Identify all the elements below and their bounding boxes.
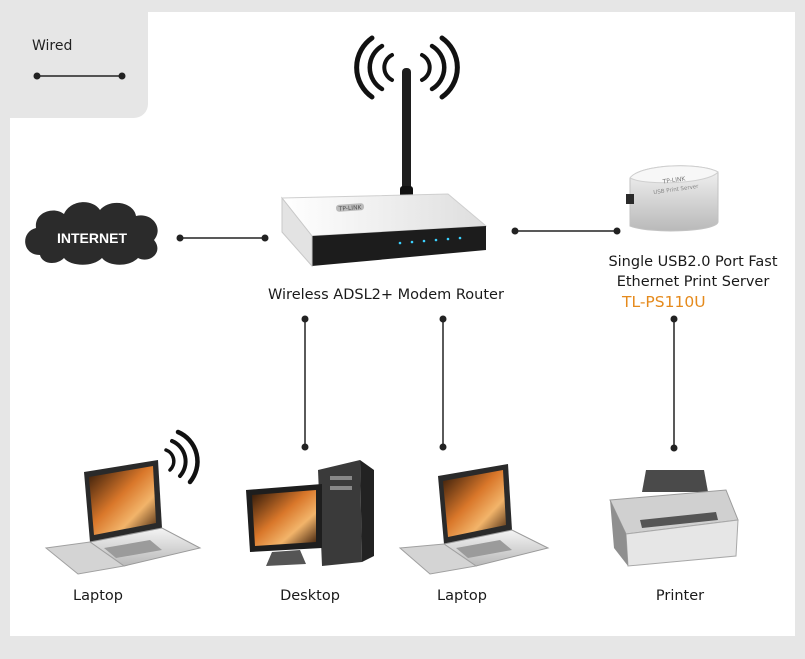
laptop-wireless-label: Laptop [73, 588, 123, 604]
legend-wired-line [33, 72, 126, 80]
legend-label: Wired [32, 38, 73, 54]
link-internet-router [176, 234, 269, 242]
desktop-icon [246, 460, 374, 566]
link-router-desktop [301, 315, 309, 451]
desktop-label: Desktop [280, 588, 340, 604]
printer-icon [609, 470, 739, 567]
laptop-wifi-icon [164, 429, 200, 485]
printer-label: Printer [655, 588, 705, 604]
laptop-wired-icon [398, 464, 550, 575]
router-icon: TP-LINK [280, 68, 488, 268]
print-server-caption: Single USB2.0 Port Fast Ethernet Print S… [598, 252, 788, 312]
print-server-caption-line1: Single USB2.0 Port Fast [608, 254, 778, 270]
laptop-wireless-icon [44, 460, 202, 575]
print-server-caption-line2: Ethernet Print Server [616, 274, 770, 290]
internet-cloud-icon: INTERNET [25, 202, 158, 265]
link-router-printserver [511, 227, 621, 235]
laptop-wired-label: Laptop [437, 588, 487, 604]
print-server-icon: TP-LINK USB Print Server [626, 165, 719, 232]
legend-box: Wired [10, 12, 148, 118]
print-server-brand-text: TP-LINK [661, 175, 687, 185]
link-printserver-printer [670, 315, 678, 452]
link-router-laptop [439, 315, 447, 451]
router-wifi-icon [354, 35, 460, 100]
internet-label: INTERNET [57, 230, 127, 246]
router-caption: Wireless ADSL2+ Modem Router [268, 287, 504, 303]
router-brand-text: TP-LINK [337, 204, 362, 213]
print-server-model: TL-PS110U [622, 293, 706, 311]
